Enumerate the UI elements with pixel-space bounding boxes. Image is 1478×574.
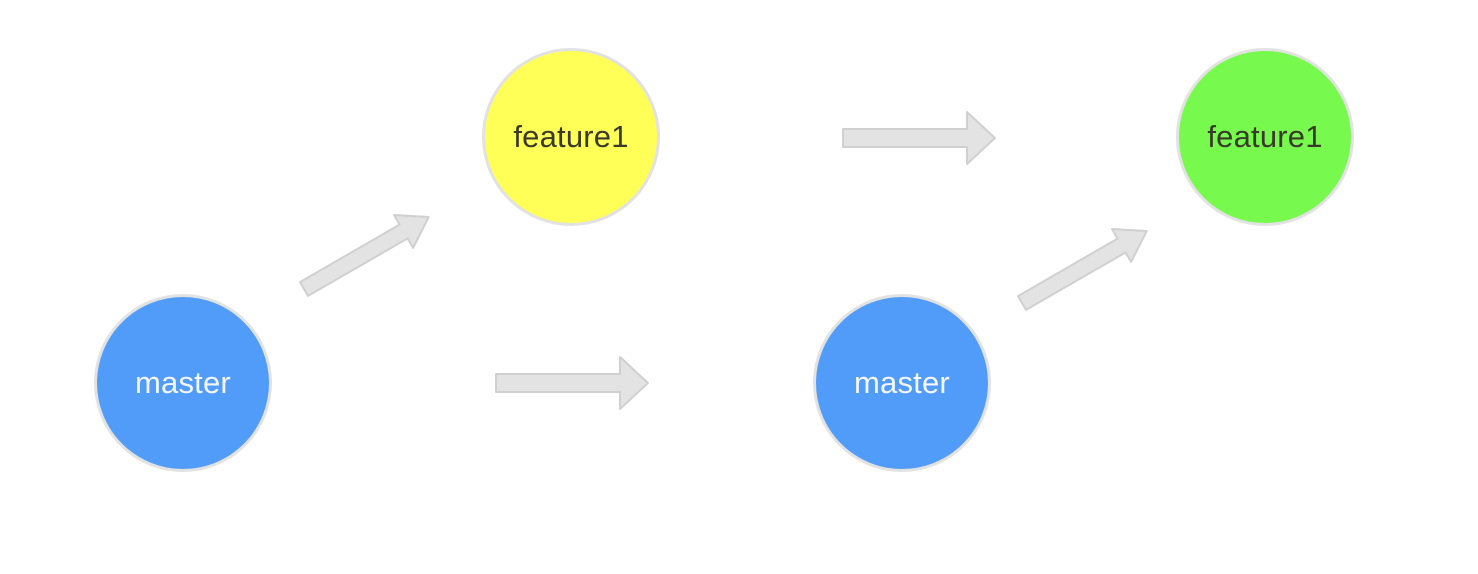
arrow-master-to-feature-right — [1017, 228, 1148, 311]
arrow-master-to-feature-left — [299, 214, 430, 297]
master-node-left-label: master — [135, 365, 231, 400]
feature1-node-right-label: feature1 — [1207, 119, 1323, 154]
arrow-transition-bottom — [495, 356, 649, 410]
master-node-right-label: master — [854, 365, 950, 400]
arrow-transition-top — [842, 111, 996, 165]
feature1-node-left: feature1 — [482, 48, 660, 226]
master-node-right: master — [813, 294, 991, 472]
master-node-left: master — [94, 294, 272, 472]
feature1-node-left-label: feature1 — [513, 119, 629, 154]
feature1-node-right: feature1 — [1176, 48, 1354, 226]
